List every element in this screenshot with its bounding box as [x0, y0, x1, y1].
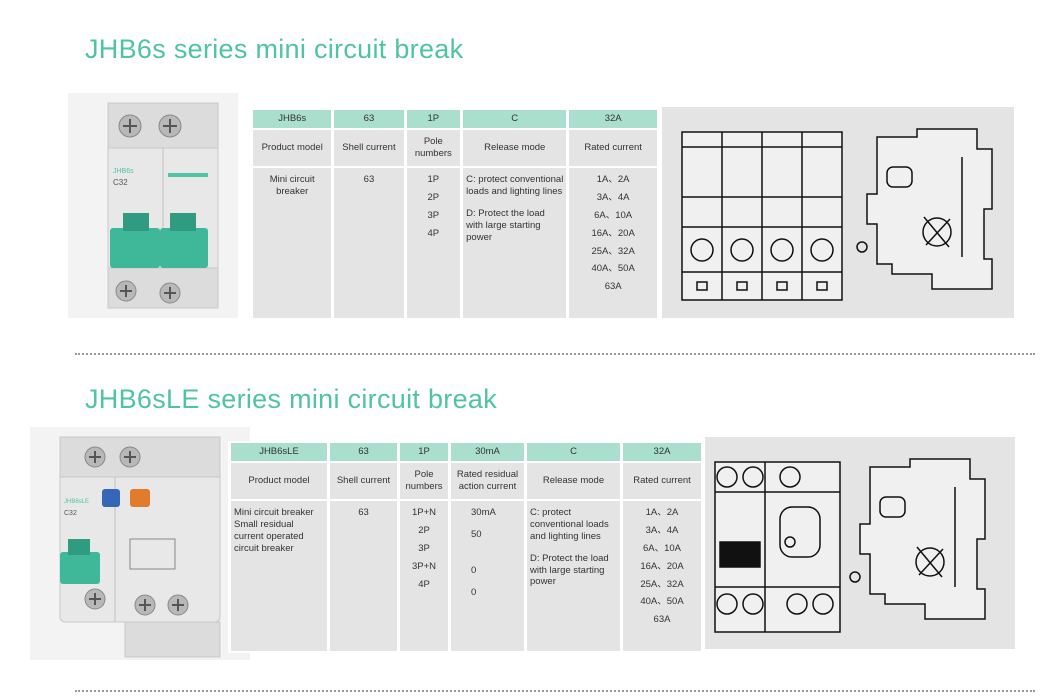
rated-value: 3A、4A	[596, 191, 630, 203]
header-cell: 1P	[400, 443, 448, 461]
side-view-drawing-icon	[856, 128, 993, 290]
header-cell: 63	[334, 110, 404, 128]
header-cell: C	[463, 110, 567, 128]
rated-value: 6A、10A	[594, 209, 633, 221]
pole-value: 3P	[418, 542, 430, 554]
pole-value: 4P	[418, 578, 430, 590]
label-cell: Shell current	[330, 463, 397, 499]
table-body-row: Mini circuit breaker Small residual curr…	[231, 501, 701, 651]
release-cell: C: protect conventional loads and lighti…	[527, 501, 620, 651]
header-cell: 63	[330, 443, 397, 461]
photo-brand-text: JHB6sLE	[64, 499, 89, 505]
rcbo-front-view-drawing-icon	[705, 437, 1015, 649]
photo-brand-text: JHB6s	[113, 168, 134, 175]
residual-value: 30mA	[471, 507, 496, 518]
spec-table-jhb6s: JHB6s 63 1P C 32A Product model Shell cu…	[250, 108, 660, 320]
shell-cell: 63	[330, 501, 397, 651]
header-cell: JHB6s	[253, 110, 332, 128]
rated-value: 63A	[653, 614, 671, 626]
rated-value: 3A、4A	[645, 524, 679, 536]
product-photo-jhb6sle: JHB6sLE C32	[30, 427, 250, 660]
shell-cell: 63	[334, 168, 404, 318]
section-1-title: JHB6s series mini circuit break	[85, 34, 464, 64]
label-cell: Pole numbers	[400, 463, 448, 499]
label-cell: Shell current	[334, 130, 404, 166]
rated-value: 25A、32A	[640, 578, 684, 590]
pole-value: 1P	[427, 174, 440, 185]
rated-cell: 1A、2A 3A、4A 6A、10A 16A、20A 25A、32A 40A、5…	[623, 501, 701, 651]
poles-cell: 1P+N 2P 3P 3P+N 4P	[400, 501, 448, 651]
release-c-text: C: protect conventional loads and lighti…	[530, 507, 609, 542]
label-cell: Pole numbers	[406, 130, 461, 166]
pole-value: 3P+N	[411, 560, 437, 572]
model-cell: Mini circuit breaker	[253, 168, 332, 318]
rated-value: 40A、50A	[591, 263, 635, 275]
label-cell: Rated current	[623, 463, 701, 499]
header-cell: 32A	[569, 110, 657, 128]
header-cell: 30mA	[451, 443, 524, 461]
4-pole-front-view-drawing-icon	[662, 107, 1014, 318]
rated-value: 16A、20A	[640, 560, 684, 572]
pole-value: 4P	[427, 227, 440, 239]
release-c-text: C: protect conventional loads and lighti…	[466, 174, 564, 197]
section-divider	[75, 353, 1035, 355]
pole-value: 1P+N	[411, 507, 437, 518]
poles-cell: 1P 2P 3P 4P	[406, 168, 461, 318]
section-divider	[75, 690, 1035, 692]
rated-value: 25A、32A	[591, 245, 635, 257]
rated-value: 63A	[604, 281, 622, 293]
residual-value: 50	[471, 528, 482, 540]
pole-value: 2P	[418, 524, 430, 536]
technical-drawing-jhb6s	[662, 107, 1014, 318]
rated-value: 16A、20A	[591, 227, 635, 239]
label-cell: Rated residual action current	[451, 463, 524, 499]
model-cell: Mini circuit breaker Small residual curr…	[231, 501, 327, 651]
rated-value: 1A、2A	[645, 507, 679, 518]
technical-drawing-jhb6sle	[705, 437, 1015, 649]
residual-value: 0	[471, 586, 477, 598]
residual-cell: 30mA 50 0 0	[451, 501, 524, 651]
release-cell: C: protect conventional loads and lighti…	[463, 168, 567, 318]
residual-value	[471, 547, 521, 559]
header-cell: JHB6sLE	[231, 443, 327, 461]
table-label-row: Product model Shell current Pole numbers…	[231, 463, 701, 499]
header-cell: 1P	[406, 110, 461, 128]
label-cell: Release mode	[463, 130, 567, 166]
rated-value: 40A、50A	[640, 596, 684, 608]
pole-value: 2P	[427, 191, 440, 203]
label-cell: Rated current	[569, 130, 657, 166]
label-cell: Release mode	[527, 463, 620, 499]
table-label-row: Product model Shell current Pole numbers…	[253, 130, 657, 166]
rated-value: 6A、10A	[642, 542, 682, 554]
table-header-row: JHB6sLE 63 1P 30mA C 32A	[231, 443, 701, 461]
residual-value: 0	[471, 564, 477, 576]
spec-table-jhb6sle: JHB6sLE 63 1P 30mA C 32A Product model S…	[228, 441, 704, 653]
pole-value: 3P	[427, 209, 440, 221]
photo-label-text: C32	[113, 178, 128, 187]
section-2-title: JHB6sLE series mini circuit break	[85, 384, 498, 414]
product-photo-jhb6s: JHB6s C32	[68, 93, 238, 318]
side-view-drawing-icon	[849, 458, 986, 620]
rated-cell: 1A、2A 3A、4A 6A、10A 16A、20A 25A、32A 40A、5…	[569, 168, 657, 318]
release-d-text: D: Protect the load with large starting …	[466, 207, 545, 243]
label-cell: Product model	[253, 130, 332, 166]
label-cell: Product model	[231, 463, 327, 499]
rated-value: 1A、2A	[596, 174, 630, 185]
table-header-row: JHB6s 63 1P C 32A	[253, 110, 657, 128]
photo-label-text: C32	[64, 510, 77, 517]
header-cell: 32A	[623, 443, 701, 461]
release-d-text: D: Protect the load with large starting …	[530, 552, 609, 588]
header-cell: C	[527, 443, 620, 461]
table-body-row: Mini circuit breaker 63 1P 2P 3P 4P C: p…	[253, 168, 657, 318]
